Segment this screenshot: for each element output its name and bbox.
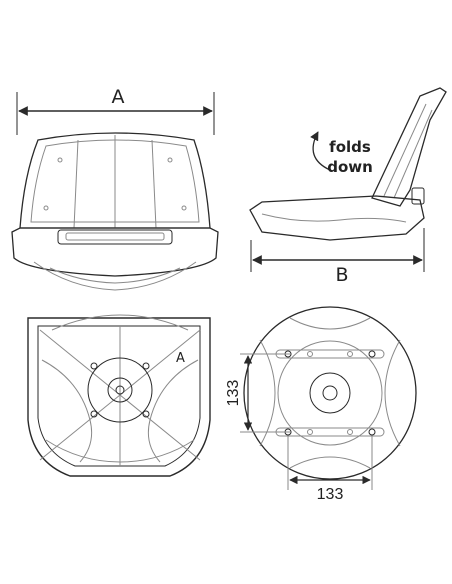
side-seat-base bbox=[249, 195, 425, 241]
fold-arrow bbox=[310, 131, 331, 171]
front-screw-1 bbox=[57, 157, 63, 163]
base-plate-view bbox=[240, 306, 417, 490]
seat-back-outline bbox=[19, 132, 211, 229]
side-view bbox=[249, 87, 447, 272]
side-seat-back bbox=[371, 87, 447, 207]
bottom-swivel-ring bbox=[87, 357, 153, 423]
base-dimension-horizontal: 133 bbox=[317, 486, 344, 503]
front-screw-2 bbox=[167, 157, 173, 163]
base-plate-arc-left bbox=[259, 339, 276, 447]
base-plate-arc-top bbox=[289, 317, 371, 330]
seat-base-lower-2 bbox=[49, 267, 181, 284]
side-seat-back-inner bbox=[383, 103, 427, 197]
front-screw-3 bbox=[43, 205, 49, 211]
bottom-outline bbox=[27, 317, 211, 477]
fold-label-line1: folds bbox=[329, 138, 371, 156]
seat-base-outline bbox=[11, 227, 219, 277]
side-seat-base-inner bbox=[261, 213, 407, 223]
base-plate-hub bbox=[309, 372, 351, 414]
dimension-b-label: B bbox=[335, 264, 348, 286]
bottom-bolt-2 bbox=[142, 362, 150, 370]
bottom-bolt-3 bbox=[90, 410, 98, 418]
base-dimension-vertical: 133 bbox=[225, 380, 242, 407]
front-handle bbox=[57, 229, 173, 245]
front-screw-4 bbox=[181, 205, 187, 211]
mount-hole-7 bbox=[307, 429, 313, 435]
mount-hole-6 bbox=[347, 351, 353, 357]
front-view bbox=[11, 92, 219, 291]
base-plate-center bbox=[322, 385, 338, 401]
mount-hole-2 bbox=[368, 350, 376, 358]
side-seat-back-inner-2 bbox=[393, 109, 433, 199]
mount-hole-5 bbox=[307, 351, 313, 357]
fold-label-line2: down bbox=[327, 158, 373, 176]
base-plate-inner-ring bbox=[277, 340, 383, 446]
seat-back-inner bbox=[30, 139, 200, 223]
bottom-rib-curve-left bbox=[41, 359, 93, 463]
base-plate-arc-bottom bbox=[289, 456, 371, 469]
bottom-bolt-4 bbox=[142, 410, 150, 418]
front-handle-inner bbox=[65, 232, 165, 241]
mount-hole-8 bbox=[347, 429, 353, 435]
side-hinge bbox=[411, 187, 425, 205]
mount-hole-4 bbox=[368, 428, 376, 436]
bottom-bolt-1 bbox=[90, 362, 98, 370]
bottom-swivel-hub bbox=[107, 377, 133, 403]
seat-back-panel-right bbox=[151, 139, 157, 229]
bottom-rib-curve-right bbox=[147, 359, 199, 463]
seat-back-panel-left bbox=[73, 139, 79, 229]
bottom-view-mark: A bbox=[176, 351, 185, 366]
bottom-rib-arch bbox=[51, 314, 189, 331]
bottom-inner bbox=[37, 325, 201, 467]
base-plate-arc-right bbox=[384, 339, 401, 447]
dimension-a-label: A bbox=[112, 86, 125, 108]
base-plate-outer bbox=[243, 306, 417, 480]
seat-base-lower bbox=[33, 261, 197, 291]
bottom-view bbox=[27, 314, 211, 477]
bottom-swivel-center bbox=[115, 385, 125, 395]
